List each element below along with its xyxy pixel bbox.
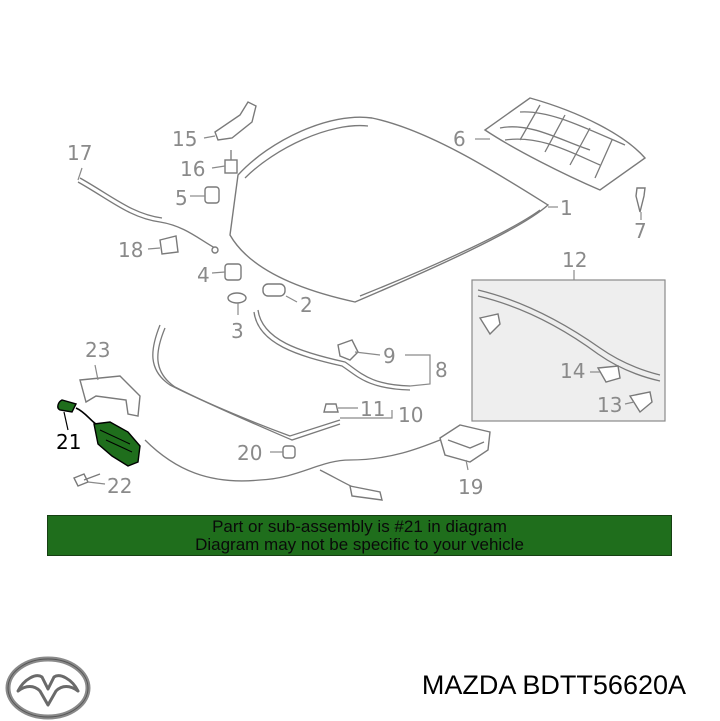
clip-left-12 [478,313,501,336]
callout-22: 22 [107,474,132,498]
cable-clip-part-18 [159,235,179,255]
latch-part-19 [439,424,491,463]
clip-part-9 [337,339,359,361]
bumper-part-5 [204,186,220,204]
seal-part-2 [262,283,286,297]
part-number-label: MAZDA BDTT56620A [421,670,686,700]
cushion-part-4 [224,263,242,281]
clip-part-7 [635,187,646,213]
callout-5: 5 [175,186,188,210]
callout-16: 16 [180,157,205,181]
hood-part-1 [229,116,550,303]
weatherstrip-part-8 [253,309,411,391]
bracket-part-23 [79,375,141,417]
callout-10: 10 [398,403,423,427]
callout-15: 15 [172,127,197,151]
insulator-part-6 [483,97,647,191]
callout-19: 19 [458,475,483,499]
banner-line-1: Part or sub-assembly is #21 in diagram [212,517,507,536]
banner-line-2: Diagram may not be specific to your vehi… [195,535,524,554]
cable-part-17 [77,177,219,254]
clip-part-13 [628,391,653,414]
callout-12: 12 [562,248,587,272]
callout-17: 17 [67,141,92,165]
callout-21: 21 [56,430,81,454]
callout-20: 20 [237,441,262,465]
release-cable-lower [144,439,441,501]
grommet-part-3 [227,292,247,304]
callout-3: 3 [231,319,244,343]
front-seal-part-10 [152,324,341,441]
callout-14: 14 [560,359,585,383]
callout-4: 4 [197,263,210,287]
callout-23: 23 [85,338,110,362]
callout-9: 9 [383,344,396,368]
bolt-part-22 [73,473,101,487]
callout-6: 6 [453,127,466,151]
callout-11: 11 [360,397,385,421]
clip-part-14 [596,365,621,383]
bolt-part-16 [224,150,238,174]
callout-18: 18 [118,238,143,262]
callout-13: 13 [597,393,622,417]
clip-part-11 [323,403,339,413]
clip-part-20 [282,445,296,459]
actuator-part-21-highlighted [57,399,141,467]
diagram-notice-banner: Part or sub-assembly is #21 in diagram D… [47,515,672,556]
callout-7: 7 [634,219,647,243]
callout-8: 8 [435,358,448,382]
parts-diagram: 1 2 3 4 5 6 7 8 9 10 11 12 13 14 15 16 1… [56,97,666,501]
mazda-logo-icon [5,656,91,720]
hinge-part-15 [214,101,257,141]
callout-1: 1 [560,196,573,220]
leader-lines [63,135,642,485]
callout-2: 2 [300,293,313,317]
